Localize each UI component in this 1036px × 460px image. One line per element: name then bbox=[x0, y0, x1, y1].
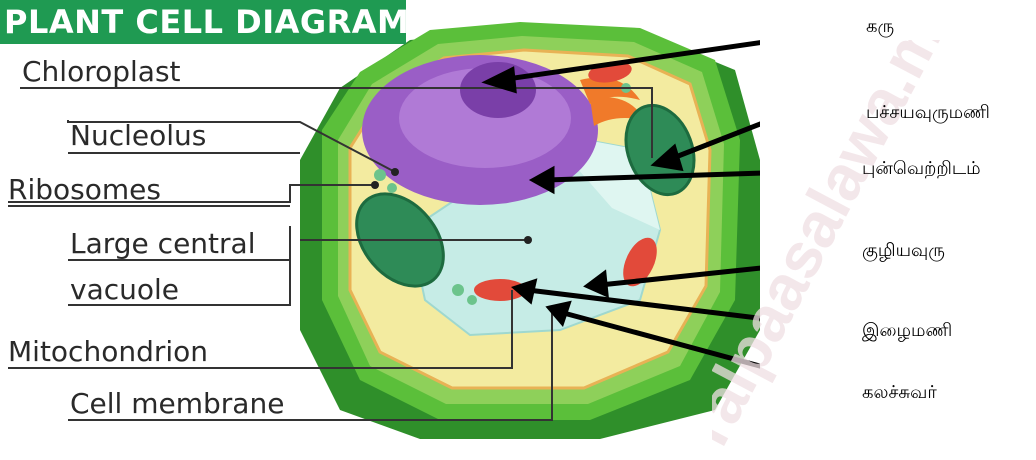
tamil-label-chloroplast: பச்சயவுருமணி bbox=[866, 104, 990, 122]
ribosome bbox=[452, 284, 464, 296]
label-cell-membrane: Cell membrane bbox=[70, 390, 284, 418]
leader-dot bbox=[391, 168, 399, 176]
label-large-central: Large central bbox=[70, 230, 255, 258]
diagram-title: PLANT CELL DIAGRAM bbox=[0, 0, 406, 44]
ribosome bbox=[467, 295, 477, 305]
ribosome bbox=[374, 169, 386, 181]
leader-dot bbox=[371, 181, 379, 189]
tamil-label-vacuole: புன்வெற்றிடம் bbox=[862, 160, 981, 178]
ribosome bbox=[387, 183, 397, 193]
label-nucleolus: Nucleolus bbox=[70, 122, 206, 150]
leader-dot bbox=[524, 236, 532, 244]
label-ribosomes: Ribosomes bbox=[8, 176, 161, 204]
label-vacuole: vacuole bbox=[70, 276, 179, 304]
label-mitochondrion: Mitochondrion bbox=[8, 338, 208, 366]
label-chloroplast: Chloroplast bbox=[22, 58, 181, 86]
tamil-label-mitochondrion: இழைமணி bbox=[862, 322, 952, 340]
nucleolus bbox=[460, 62, 536, 118]
tamil-label-cytoplasm: குழியவுரு bbox=[862, 242, 945, 260]
tamil-label-cell-wall: கலச்சுவர் bbox=[862, 384, 937, 402]
tamil-label-nucleus: கரு bbox=[866, 18, 894, 36]
